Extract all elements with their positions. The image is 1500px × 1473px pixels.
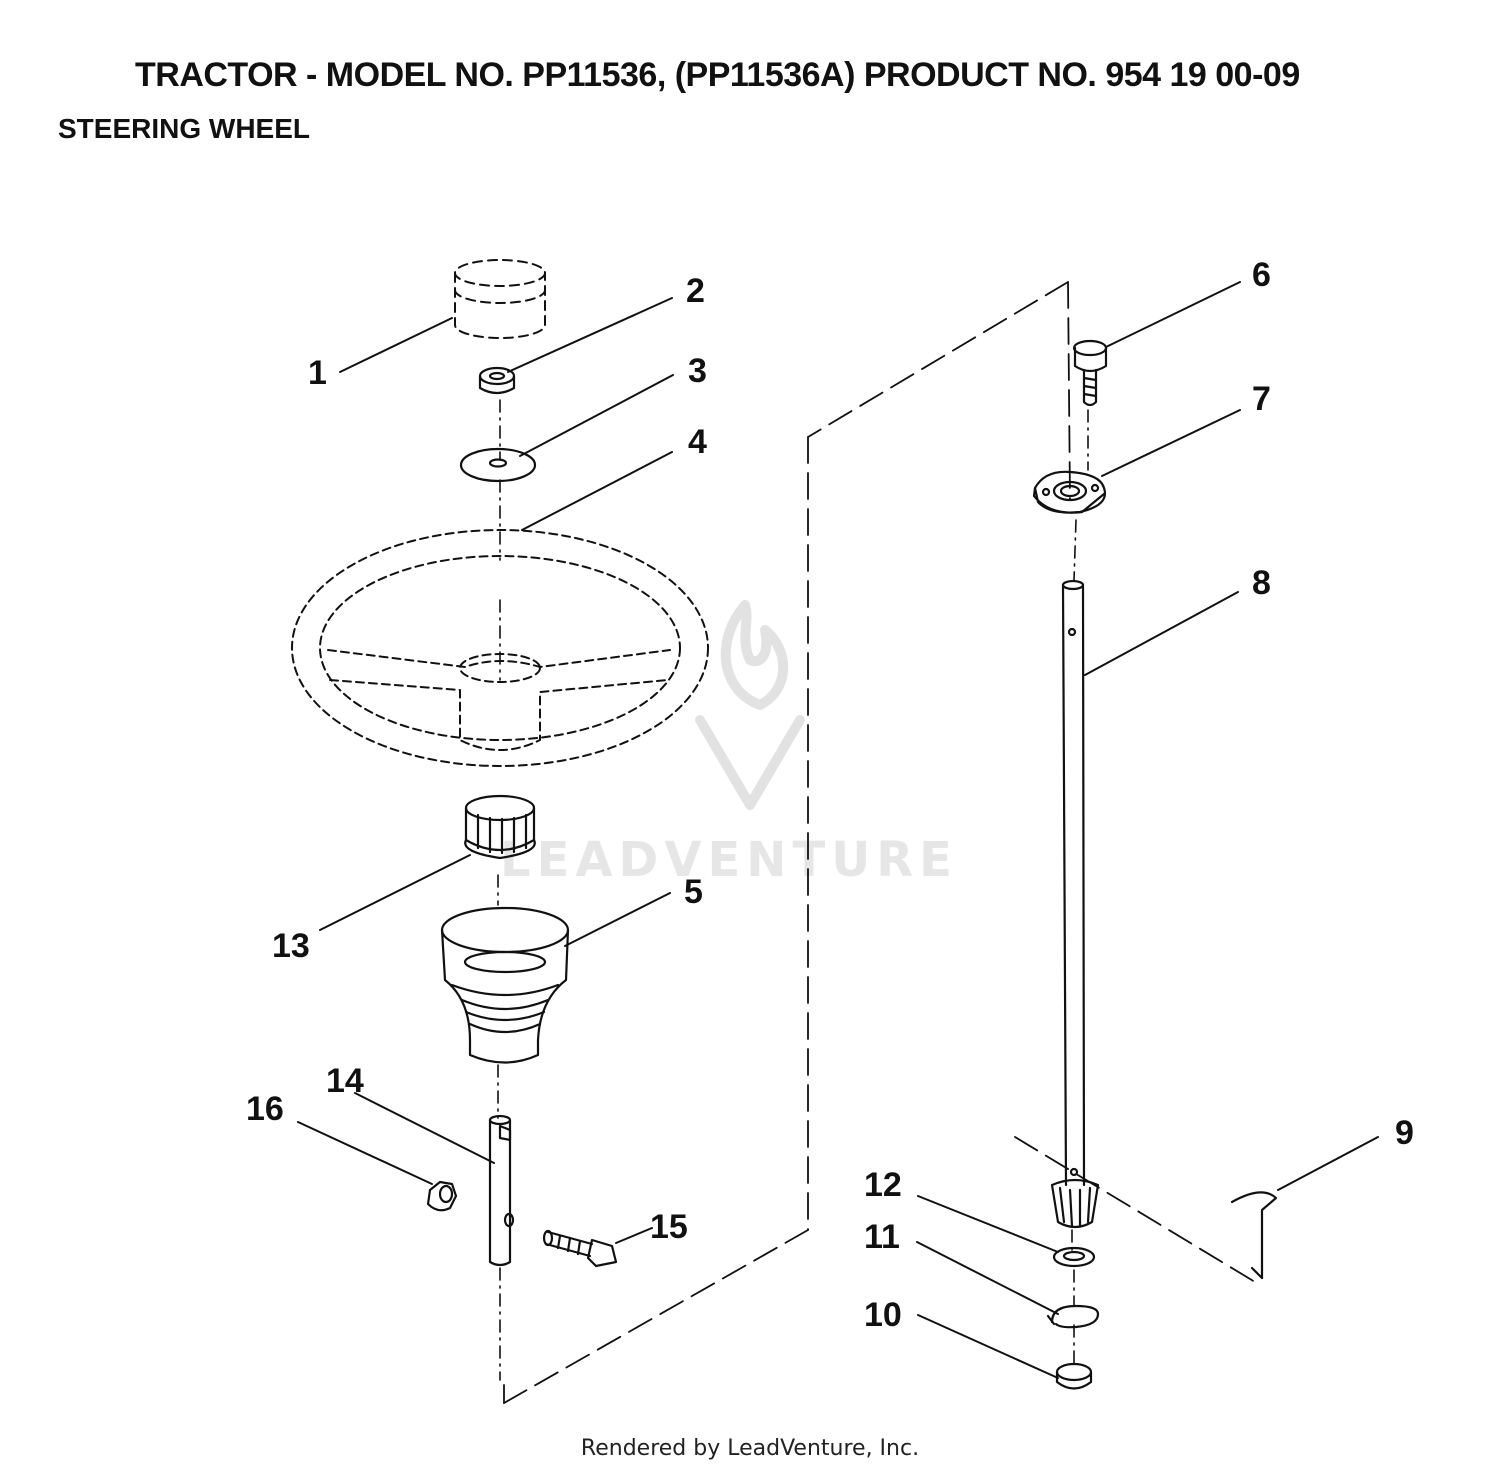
section-title: STEERING WHEEL (58, 113, 311, 144)
callout-9: 9 (1395, 1114, 1414, 1152)
part-11-retaining-ring (1046, 1304, 1100, 1329)
watermark-text: LEADVENTURE (500, 832, 958, 888)
part-3-washer (459, 447, 537, 483)
footer-credit: Rendered by LeadVenture, Inc. (580, 1436, 920, 1461)
callout-10: 10 (864, 1296, 902, 1334)
callout-11: 11 (864, 1218, 900, 1256)
callout-7: 7 (1252, 380, 1271, 418)
part-13-adapter (464, 794, 536, 860)
part-16-locknut (426, 1180, 458, 1212)
callout-6: 6 (1252, 256, 1271, 294)
callout-2: 2 (686, 272, 705, 310)
callout-13: 13 (272, 927, 310, 965)
part-1-cap (454, 259, 546, 339)
part-9-clip (1230, 1191, 1278, 1280)
part-15-bolt (542, 1229, 618, 1268)
part-6-bolt (1072, 339, 1108, 407)
callout-8: 8 (1252, 564, 1271, 602)
part-12-washer (1052, 1246, 1096, 1268)
callout-14: 14 (326, 1062, 364, 1100)
callout-labels: 1 2 3 4 5 6 7 8 9 10 11 12 13 14 15 16 (246, 256, 1414, 1334)
part-2-nut (478, 366, 516, 395)
callout-16: 16 (246, 1090, 284, 1128)
left-center-axis (497, 399, 501, 1381)
part-7-flange-bearing (1032, 470, 1107, 514)
callout-5: 5 (684, 873, 703, 911)
callout-3: 3 (688, 352, 707, 390)
part-10-plug (1055, 1362, 1093, 1390)
part-8-steering-shaft (1050, 579, 1100, 1229)
callout-1: 1 (308, 354, 327, 392)
frame-phantom-lines (503, 281, 1261, 1404)
part-4-steering-wheel (291, 529, 709, 767)
callout-4: 4 (688, 423, 707, 461)
part-5-boot (440, 906, 570, 1064)
right-center-axis (1071, 409, 1089, 1366)
callout-15: 15 (650, 1208, 688, 1246)
leader-lines (297, 281, 1379, 1379)
page-title: TRACTOR - MODEL NO. PP11536, (PP11536A) … (135, 56, 1300, 94)
watermark-logo (695, 600, 805, 810)
callout-12: 12 (864, 1166, 902, 1204)
part-14-shaft (488, 1114, 515, 1267)
